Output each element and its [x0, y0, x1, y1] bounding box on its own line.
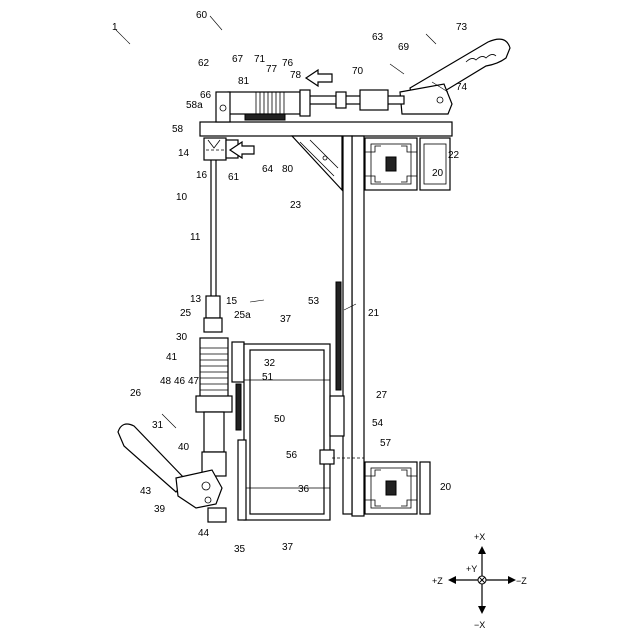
label-20-lower: 20 [440, 482, 452, 493]
label-22: 22 [448, 150, 460, 161]
label-57: 57 [380, 438, 392, 449]
label-78: 78 [290, 70, 302, 81]
label-26: 26 [130, 388, 142, 399]
label-16: 16 [196, 170, 208, 181]
axis-plus-x: +X [474, 532, 485, 542]
label-61: 61 [228, 172, 240, 183]
label-63: 63 [372, 32, 384, 43]
label-54: 54 [372, 418, 384, 429]
label-27: 27 [376, 390, 388, 401]
label-40: 40 [178, 442, 190, 453]
label-11: 11 [190, 232, 201, 243]
axis-plus-z: +Z [432, 576, 443, 586]
label-62: 62 [198, 58, 210, 69]
label-39: 39 [154, 504, 166, 515]
label-73: 73 [456, 22, 468, 33]
label-41: 41 [166, 352, 178, 363]
label-36: 36 [298, 484, 310, 495]
label-48: 48 [160, 376, 172, 387]
label-53: 53 [308, 296, 320, 307]
extrusion-20-lower [365, 462, 430, 514]
label-64: 64 [262, 164, 274, 175]
label-44: 44 [198, 528, 210, 539]
label-74: 74 [456, 82, 468, 93]
axis-plus-y: +Y [466, 564, 477, 574]
label-23: 23 [290, 200, 302, 211]
axes-indicator: +X −X +Z −Z +Y [432, 532, 527, 630]
label-30: 30 [176, 332, 188, 343]
label-47: 47 [188, 376, 200, 387]
label-56: 56 [286, 450, 298, 461]
label-67: 67 [232, 54, 244, 65]
label-20-upper: 20 [432, 168, 444, 179]
label-14: 14 [178, 148, 190, 159]
label-51: 51 [262, 372, 274, 383]
label-69: 69 [398, 42, 410, 53]
label-76: 76 [282, 58, 294, 69]
label-71: 71 [254, 54, 266, 65]
axis-minus-z: −Z [516, 576, 527, 586]
label-32: 32 [264, 358, 276, 369]
label-60: 60 [196, 10, 208, 21]
lock-58 [204, 138, 254, 160]
cable-10 [204, 160, 222, 332]
label-58a: 58a [186, 100, 203, 111]
label-46: 46 [174, 376, 186, 387]
gusset-23 [292, 136, 342, 190]
rail-21 [343, 136, 352, 514]
label-10: 10 [176, 192, 188, 203]
label-50: 50 [274, 414, 286, 425]
mechanism-60 [216, 39, 510, 122]
label-15: 15 [226, 296, 238, 307]
label-25a: 25a [234, 310, 251, 321]
label-77: 77 [266, 64, 278, 75]
label-81: 81 [238, 76, 250, 87]
label-37-lower: 37 [282, 542, 294, 553]
label-43: 43 [140, 486, 152, 497]
label-80: 80 [282, 164, 294, 175]
label-35: 35 [234, 544, 246, 555]
mechanism-26 [118, 338, 244, 522]
label-31: 31 [152, 420, 164, 431]
label-1: 1 [112, 22, 118, 33]
axis-minus-x: −X [474, 620, 485, 630]
label-37-upper: 37 [280, 314, 292, 325]
label-70: 70 [352, 66, 364, 77]
label-13: 13 [190, 294, 202, 305]
housing-37 [238, 344, 330, 520]
extrusion-20-upper [365, 138, 450, 190]
label-21: 21 [368, 308, 380, 319]
label-25: 25 [180, 308, 192, 319]
label-58: 58 [172, 124, 184, 135]
